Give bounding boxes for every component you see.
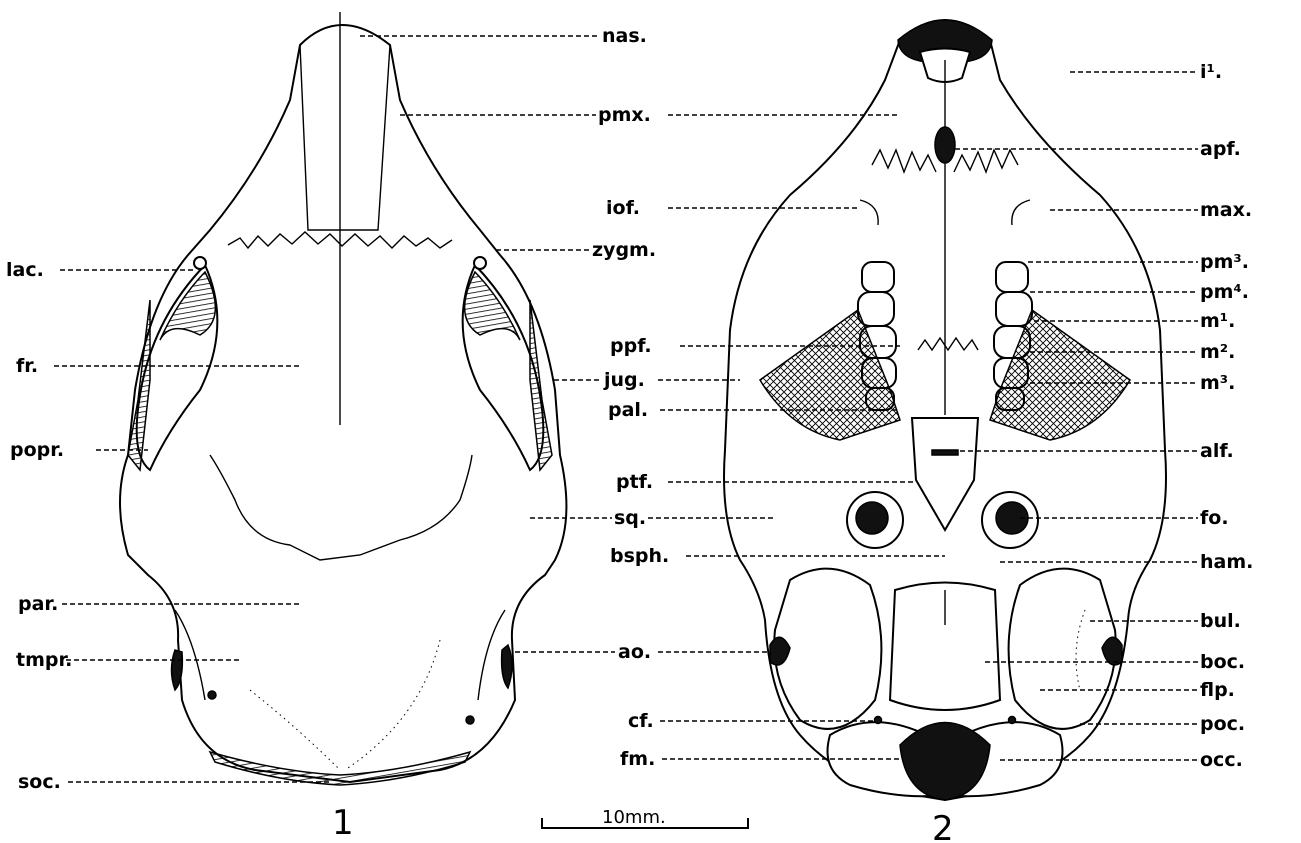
label-bul: bul. xyxy=(1200,610,1241,632)
left-foramen-ovale xyxy=(856,502,888,534)
label-pmx: pmx. xyxy=(598,104,651,126)
label-fm: fm. xyxy=(620,748,655,770)
label-alf: alf. xyxy=(1200,440,1234,462)
label-popr: popr. xyxy=(10,439,64,461)
label-nas: nas. xyxy=(602,25,647,47)
label-cf: cf. xyxy=(628,710,654,732)
label-ptf: ptf. xyxy=(616,471,653,493)
label-i1: i¹. xyxy=(1200,61,1222,83)
right-lacrimal xyxy=(474,257,486,269)
label-par: par. xyxy=(18,593,58,615)
label-m2: m². xyxy=(1200,341,1235,363)
scale-bar-label: 10mm. xyxy=(602,807,666,828)
figure-number-1: 1 xyxy=(332,803,354,843)
figure-number-2: 2 xyxy=(932,809,954,843)
label-lac: lac. xyxy=(6,259,44,281)
right-auditory-bulla xyxy=(1009,569,1116,729)
label-poc: poc. xyxy=(1200,713,1245,735)
alisphenoid-canal xyxy=(932,450,958,455)
right-foramen-dorsal xyxy=(466,716,474,724)
label-ao: ao. xyxy=(618,641,651,663)
right-condyloid-foramen xyxy=(1009,717,1016,724)
label-m3: m³. xyxy=(1200,372,1235,394)
label-flp: flp. xyxy=(1200,679,1235,701)
label-pal: pal. xyxy=(608,399,648,421)
label-jug: jug. xyxy=(603,369,645,391)
label-bsph: bsph. xyxy=(610,545,669,567)
label-tmpr: tmpr. xyxy=(16,649,72,671)
label-m1: m¹. xyxy=(1200,310,1235,332)
label-apf: apf. xyxy=(1200,138,1241,160)
label-occ: occ. xyxy=(1200,749,1243,771)
label-boc: boc. xyxy=(1200,651,1245,673)
label-fr: fr. xyxy=(16,355,38,377)
label-soc: soc. xyxy=(18,771,61,793)
label-fo: fo. xyxy=(1200,507,1229,529)
left-lacrimal xyxy=(194,257,206,269)
label-pm3: pm³. xyxy=(1200,251,1249,273)
skull-dorsal-view xyxy=(120,12,566,785)
label-zygm: zygm. xyxy=(592,239,656,261)
label-ppf: ppf. xyxy=(610,335,652,357)
anterior-palatine-foramina xyxy=(935,127,955,163)
label-max: max. xyxy=(1200,199,1252,221)
left-condyloid-foramen xyxy=(875,717,882,724)
scale-bar: 10mm. xyxy=(542,807,748,828)
label-ham: ham. xyxy=(1200,551,1253,573)
label-pm4: pm⁴. xyxy=(1200,281,1249,303)
left-foramen-dorsal xyxy=(208,691,216,699)
label-iof: iof. xyxy=(606,197,640,219)
label-sq: sq. xyxy=(614,507,646,529)
